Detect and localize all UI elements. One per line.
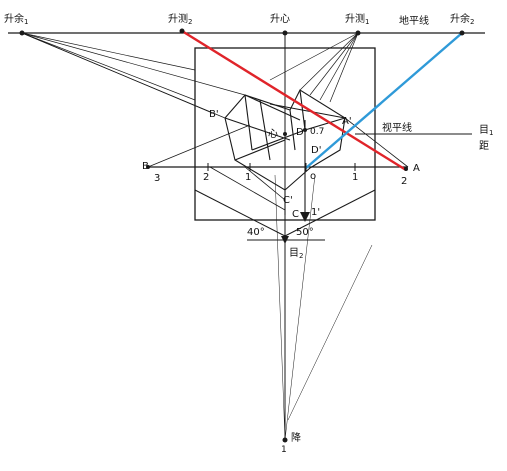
tick-label-2-left: 2: [203, 172, 210, 183]
label-shi-ping-xian: 视平线: [382, 123, 412, 134]
label-sheng-xin: 升心: [270, 14, 290, 25]
label-one-prime: 1': [311, 207, 321, 218]
label-ju: 距: [479, 141, 489, 152]
base-rays: [147, 117, 409, 211]
label-a-prime: A': [342, 116, 352, 127]
label-sheng-ce-1: 升测1: [345, 14, 370, 26]
angle-line-left: [194, 189, 286, 237]
label-b: B: [142, 161, 149, 172]
drop-rays: [274, 174, 373, 441]
label-di-ping-xian: 地平线: [399, 16, 429, 27]
label-sheng-yu-2: 升余2: [450, 14, 475, 26]
key-points: [19, 28, 465, 443]
measuring-ticks: [207, 163, 356, 171]
label-sheng-yu-1: 升余1: [4, 14, 29, 26]
label-angle-50: 50°: [296, 227, 314, 238]
label-xin: 心: [268, 129, 278, 140]
tick-label-1-left: 1: [245, 172, 252, 183]
blue-line: [305, 32, 463, 169]
label-d: D: [296, 127, 304, 138]
label-c: C: [292, 209, 299, 220]
label-jiang: 降: [291, 433, 301, 444]
label-a: A: [413, 163, 420, 174]
tick-label-3: 3: [154, 173, 161, 184]
label-d-prime: D': [311, 145, 322, 156]
sheng-yu-1-rays: [21, 32, 246, 119]
label-mu-1: 目1: [479, 125, 494, 137]
label-zero-seven: 0.7: [310, 127, 325, 137]
label-angle-40: 40°: [247, 227, 265, 238]
label-sheng-ce-2: 升测2: [168, 14, 193, 26]
tick-label-0: o: [310, 171, 317, 182]
tick-label-1-right: 1: [352, 172, 359, 183]
label-jiang-sub: 1: [281, 445, 287, 455]
label-mu-2: 目2: [289, 248, 304, 260]
label-b-prime: B': [209, 109, 219, 120]
red-line: [181, 29, 407, 172]
angle-line-right: [284, 189, 376, 237]
tick-label-2-right: 2: [401, 176, 408, 187]
arrow-mu2: [281, 236, 289, 244]
label-c-prime: C': [283, 195, 293, 206]
house-wireframe: [224, 89, 346, 215]
sheng-ce-1-rays: [269, 32, 359, 103]
arrow-c: [300, 212, 310, 222]
